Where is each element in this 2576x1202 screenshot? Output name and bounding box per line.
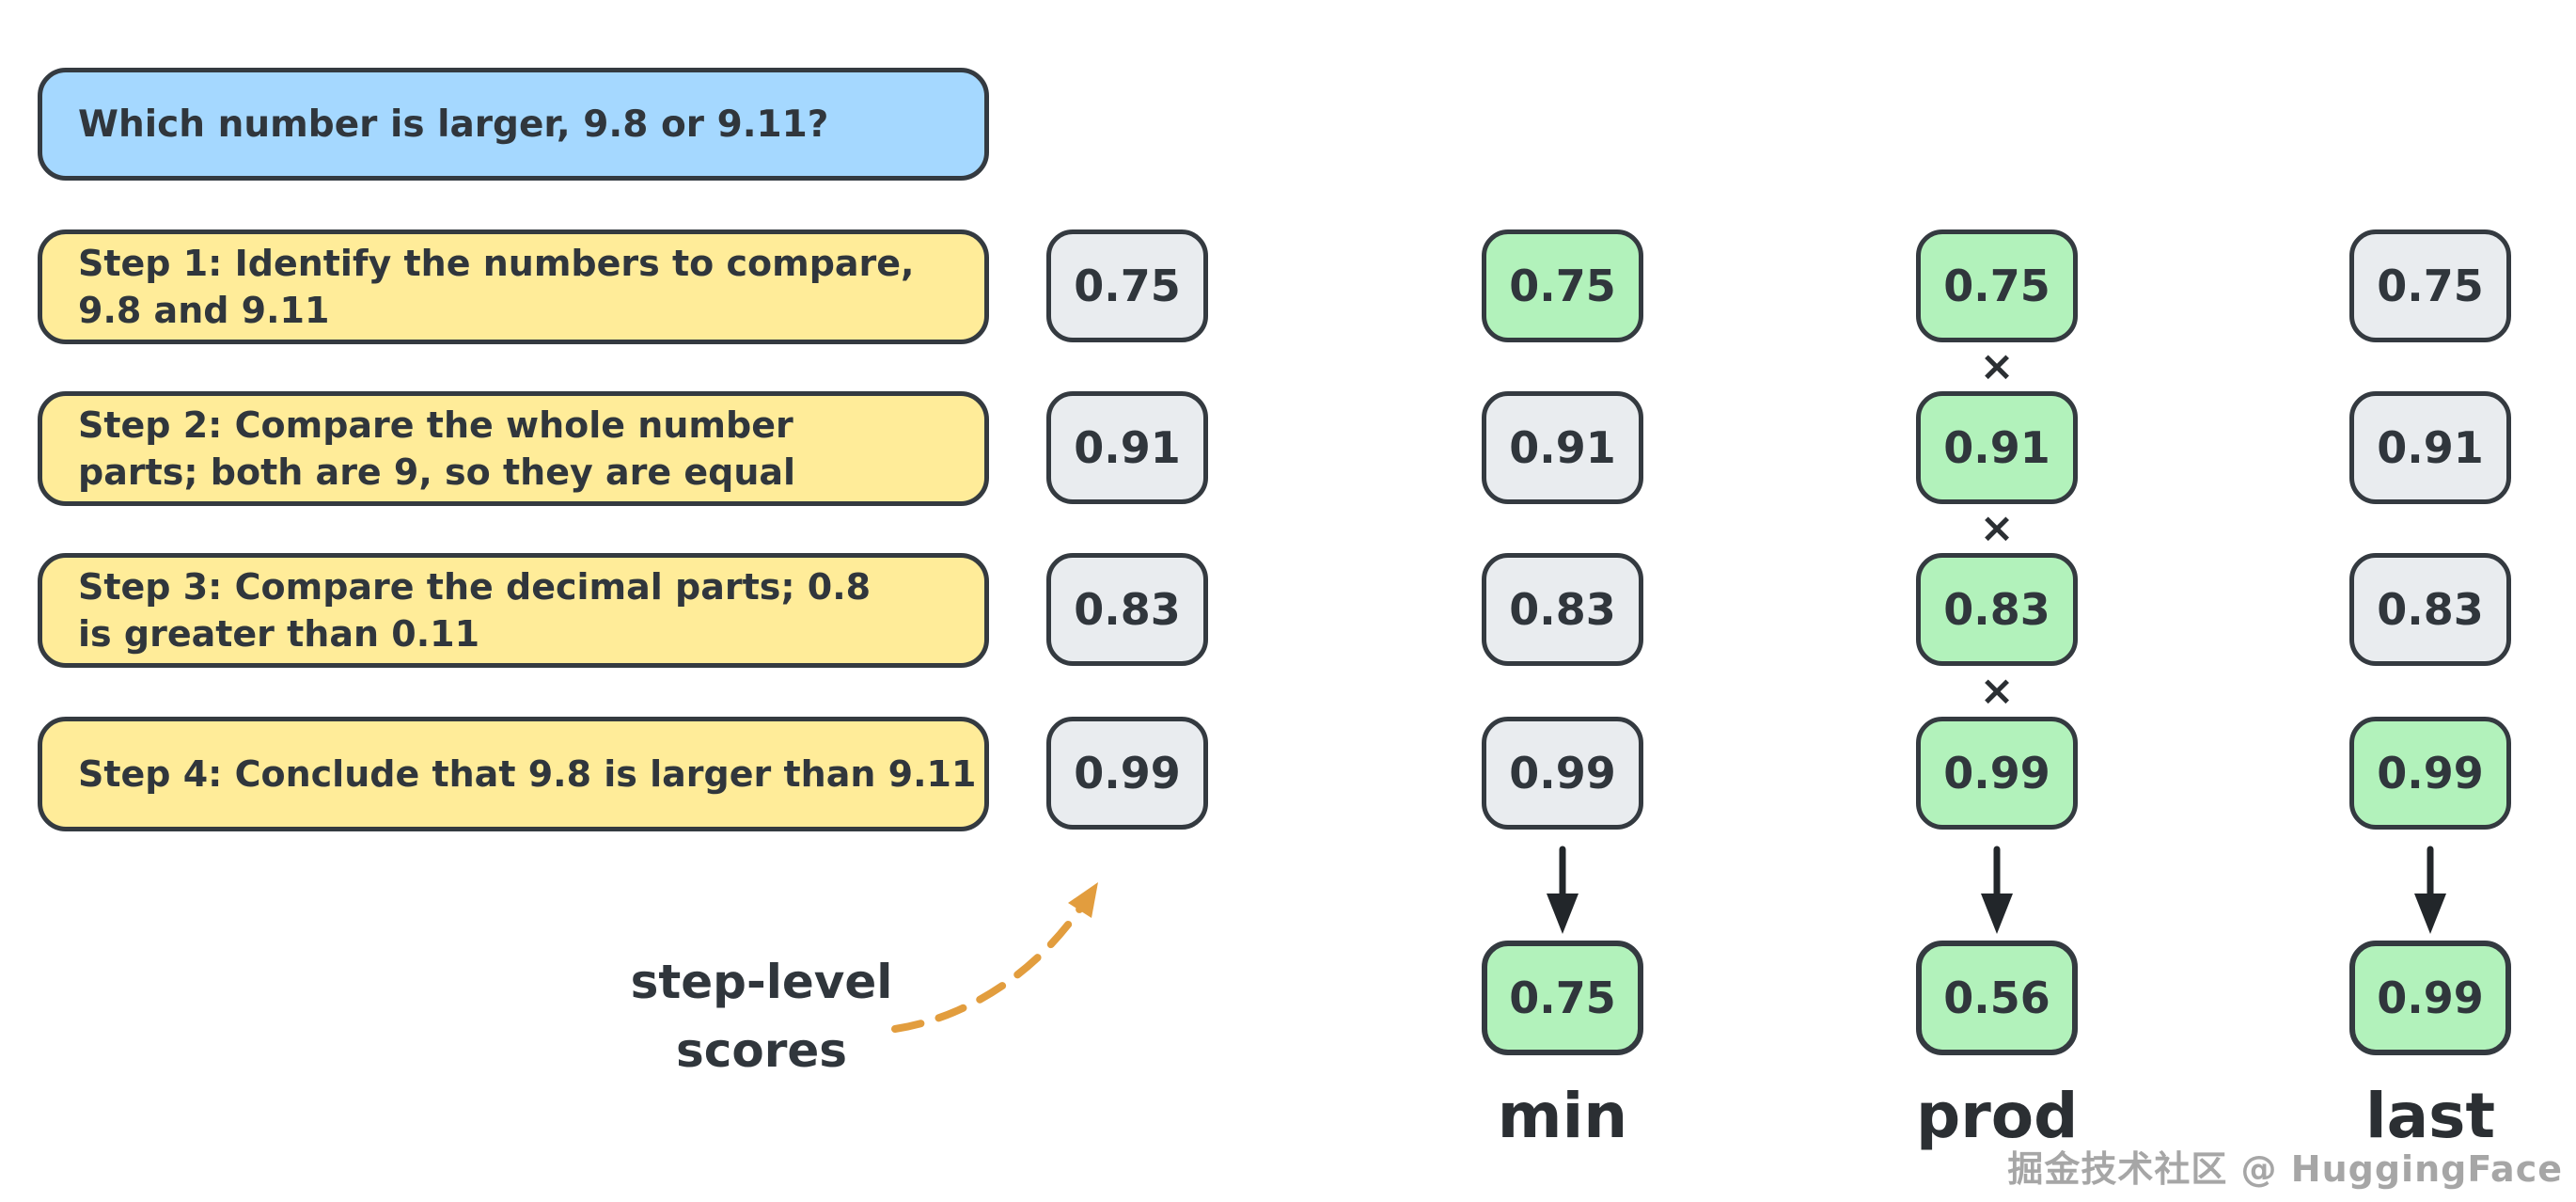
step-2-line-2: parts; both are 9, so they are equal (78, 451, 796, 493)
prod-result-box: 0.56 (1916, 941, 2078, 1055)
score-box-prod-step2: 0.91 (1916, 391, 2078, 504)
step-4-line-1: Step 4: Conclude that 9.8 is larger than… (78, 752, 977, 795)
score-box-raw-step4: 0.99 (1046, 717, 1208, 830)
step-level-scores-annotation: step-level scores (583, 948, 940, 1084)
score-box-raw-step2: 0.91 (1046, 391, 1208, 504)
question-text: Which number is larger, 9.8 or 9.11? (78, 103, 829, 146)
multiply-operator-1: × (1979, 342, 2015, 390)
question-box: Which number is larger, 9.8 or 9.11? (38, 68, 989, 181)
down-arrow-icon-prod (1981, 846, 2013, 934)
step-2-box: Step 2: Compare the whole number parts; … (38, 391, 989, 506)
score-box-raw-step3: 0.83 (1046, 553, 1208, 666)
score-box-min-step3: 0.83 (1482, 553, 1643, 666)
step-1-line-2: 9.8 and 9.11 (78, 290, 330, 331)
min-result-box: 0.75 (1482, 941, 1643, 1055)
score-box-last-step1: 0.75 (2349, 229, 2511, 342)
step-1-line-1: Step 1: Identify the numbers to compare, (78, 242, 915, 284)
annotation-line-1: step-level (630, 955, 893, 1009)
score-box-min-step4: 0.99 (1482, 717, 1643, 830)
step-3-line-1: Step 3: Compare the decimal parts; 0.8 (78, 565, 872, 608)
last-result-box: 0.99 (2349, 941, 2511, 1055)
down-arrow-icon-min (1547, 846, 1579, 934)
step-1-box: Step 1: Identify the numbers to compare,… (38, 229, 989, 344)
step-2-line-1: Step 2: Compare the whole number (78, 403, 793, 446)
score-box-prod-step3: 0.83 (1916, 553, 2078, 666)
last-label: last (2365, 1080, 2495, 1152)
multiply-operator-2: × (1979, 504, 2015, 552)
score-box-prod-step1: 0.75 (1916, 229, 2078, 342)
prod-label: prod (1916, 1080, 2079, 1152)
score-box-min-step2: 0.91 (1482, 391, 1643, 504)
score-box-last-step2: 0.91 (2349, 391, 2511, 504)
score-box-last-step4: 0.99 (2349, 717, 2511, 830)
multiply-operator-3: × (1979, 667, 2015, 715)
step-4-box: Step 4: Conclude that 9.8 is larger than… (38, 717, 989, 831)
annotation-line-2: scores (675, 1022, 848, 1078)
min-label: min (1497, 1080, 1628, 1152)
step-3-box: Step 3: Compare the decimal parts; 0.8 i… (38, 553, 989, 668)
watermark-text: 掘金技术社区 @ HuggingFace (2007, 1148, 2563, 1190)
score-box-last-step3: 0.83 (2349, 553, 2511, 666)
score-box-raw-step1: 0.75 (1046, 229, 1208, 342)
score-box-prod-step4: 0.99 (1916, 717, 2078, 830)
step-3-line-2: is greater than 0.11 (78, 613, 480, 655)
score-box-min-step1: 0.75 (1482, 229, 1643, 342)
down-arrow-icon-last (2414, 846, 2446, 934)
